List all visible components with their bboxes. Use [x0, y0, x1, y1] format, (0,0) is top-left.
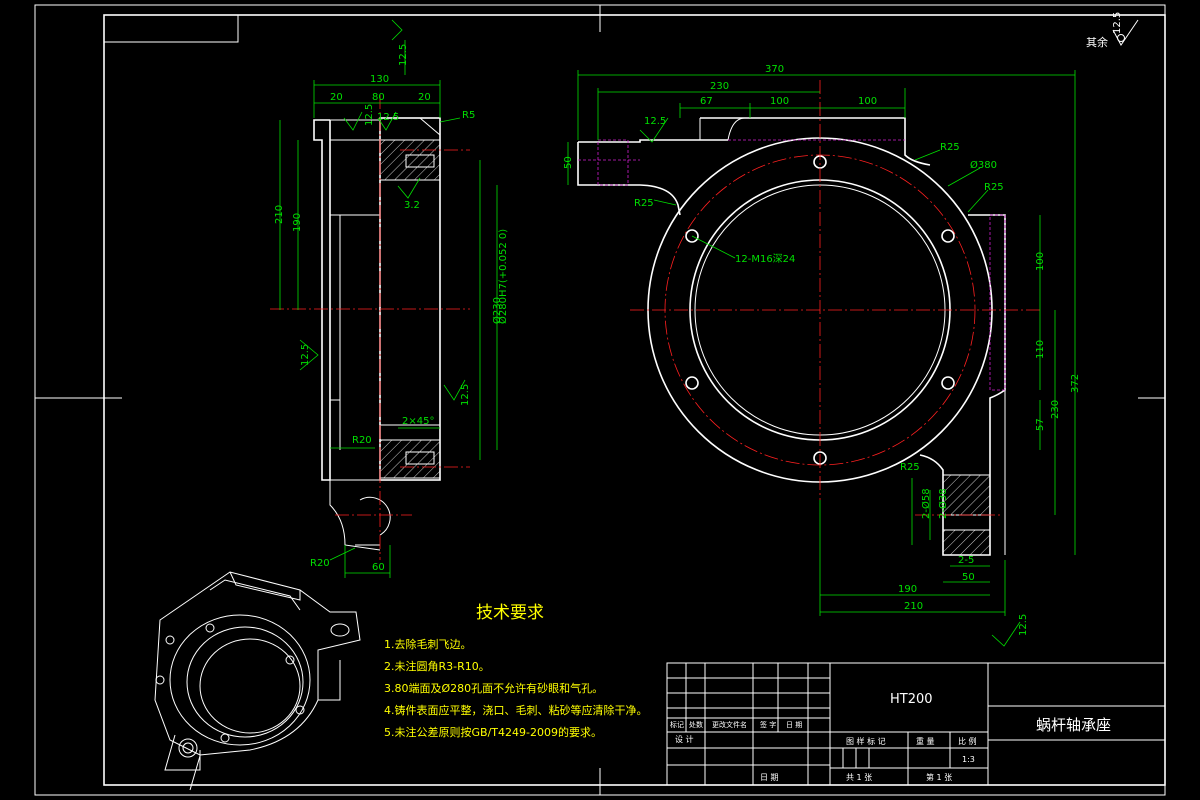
dim-phi280: Ø280H7(+0.052 0): [497, 229, 509, 324]
tech-req-item-2: 2.未注圆角R3-R10。: [384, 659, 490, 673]
side-view: [270, 95, 470, 560]
tech-req-item-1: 1.去除毛刺飞边。: [384, 637, 472, 651]
dim-v100: 100: [1035, 252, 1046, 271]
tb-scale-label: 比 例: [958, 736, 977, 746]
ra-12-5-c: 12.5: [398, 44, 409, 66]
dim-phi230: Ø230: [491, 297, 503, 324]
title-block: 标记 处数 更改文件名 签 字 日 期 设 计 日 期 HT200 图 样 标 …: [666, 662, 1166, 786]
isometric-view: [154, 571, 361, 791]
dim-20-right: 20: [418, 92, 431, 103]
outer-border: [34, 4, 1166, 796]
tech-req-item-5: 5.未注公差原则按GB/T4249-2009的要求。: [384, 725, 602, 739]
dim-v230: 230: [1050, 400, 1061, 419]
dim-230: 230: [710, 81, 729, 92]
tech-req-item-4: 4.铸件表面应平整，浇口、毛刺、粘砂等应清除干净。: [384, 703, 648, 717]
front-view: [577, 80, 1040, 556]
dim-r20-b: R20: [310, 558, 330, 569]
ra-12-5-d: 12.5: [460, 384, 471, 406]
tech-req-item-3: 3.80端面及Ø280孔面不允许有砂眼和气孔。: [384, 681, 603, 695]
dim-100-b: 100: [858, 96, 877, 107]
dim-v372: 372: [1070, 374, 1081, 393]
side-view-dimensions: 130 20 80 20 R5 12.5 12.5 12.5 210 190 Ø…: [274, 19, 509, 578]
tb-sheet-no: 第 1 张: [926, 772, 952, 782]
ra-12-5-b: 12.5: [377, 112, 399, 123]
roughness-other-mark: 其余 12.5: [1086, 12, 1139, 49]
tb-mark: 标记: [670, 720, 684, 729]
dim-r25-a: R25: [940, 142, 960, 153]
dim-2-phi38: 2-Ø38: [937, 488, 949, 519]
dim-phi380: Ø380: [970, 159, 997, 171]
dim-r5: R5: [462, 110, 475, 121]
dim-210: 210: [274, 205, 285, 224]
tb-sheet-total: 共 1 张: [846, 773, 872, 782]
corner-stamp: [104, 15, 239, 43]
tb-sign: 签 字: [760, 720, 776, 729]
inner-border: [103, 14, 1166, 786]
dim-20-left: 20: [330, 92, 343, 103]
dim-h190: 190: [898, 584, 917, 595]
roughness-other-value: 12.5: [1112, 12, 1123, 34]
dim-r25-c: R25: [634, 198, 654, 209]
dim-370: 370: [765, 64, 784, 75]
tb-design: 设 计: [675, 734, 694, 744]
roughness-other-label: 其余: [1086, 35, 1108, 49]
material-label: HT200: [890, 692, 933, 707]
hatch-bottom: [379, 439, 441, 479]
dim-chamfer: 2×45°: [402, 416, 434, 427]
technical-requirements: 技术要求 1.去除毛刺飞边。 2.未注圆角R3-R10。 3.80端面及Ø280…: [384, 603, 648, 739]
tb-scale: 1:3: [962, 755, 975, 764]
ra-12-5-left: 12.5: [300, 344, 311, 366]
tb-doc: 更改文件名: [712, 720, 747, 729]
hatch-top: [379, 139, 441, 181]
dim-50-v: 50: [563, 156, 574, 169]
dim-2-5: 2-5: [958, 555, 974, 566]
dim-80: 80: [372, 92, 385, 103]
dim-r25-d: R25: [900, 462, 920, 473]
ra-12-5-a: 12.5: [364, 104, 375, 126]
dim-r20-a: R20: [352, 435, 372, 446]
tb-date: 日 期: [786, 721, 802, 729]
dim-h210: 210: [904, 601, 923, 612]
tb-stage: 图 样 标 记: [846, 736, 886, 746]
tech-req-title: 技术要求: [476, 603, 544, 623]
dim-50-h: 50: [962, 572, 975, 583]
dim-100-a: 100: [770, 96, 789, 107]
tb-date-bottom: 日 期: [760, 773, 779, 782]
dim-v110: 110: [1035, 340, 1046, 359]
ra-3-2: 3.2: [404, 200, 420, 211]
sheet-frame: [34, 4, 1166, 796]
ra-12-5-front: 12.5: [644, 116, 666, 127]
dim-67: 67: [700, 96, 713, 107]
tb-weight: 重 量: [916, 736, 935, 746]
ra-12-5-bottom: 12.5: [1018, 614, 1029, 636]
dim-60: 60: [372, 562, 385, 573]
dim-v57: 57: [1035, 418, 1046, 431]
front-view-dimensions: 370 230 67 100 100 50 12.5 R25 Ø380 R25 …: [563, 64, 1081, 647]
dim-2-phi58: 2-Ø58: [920, 488, 932, 519]
part-name: 蜗杆轴承座: [1036, 716, 1111, 734]
dim-130: 130: [370, 74, 389, 85]
dim-holes: 12-M16深24: [735, 253, 795, 265]
tb-count: 处数: [689, 720, 703, 729]
dim-r25-b: R25: [984, 182, 1004, 193]
left-flange: [329, 119, 381, 481]
dim-190: 190: [292, 213, 303, 232]
